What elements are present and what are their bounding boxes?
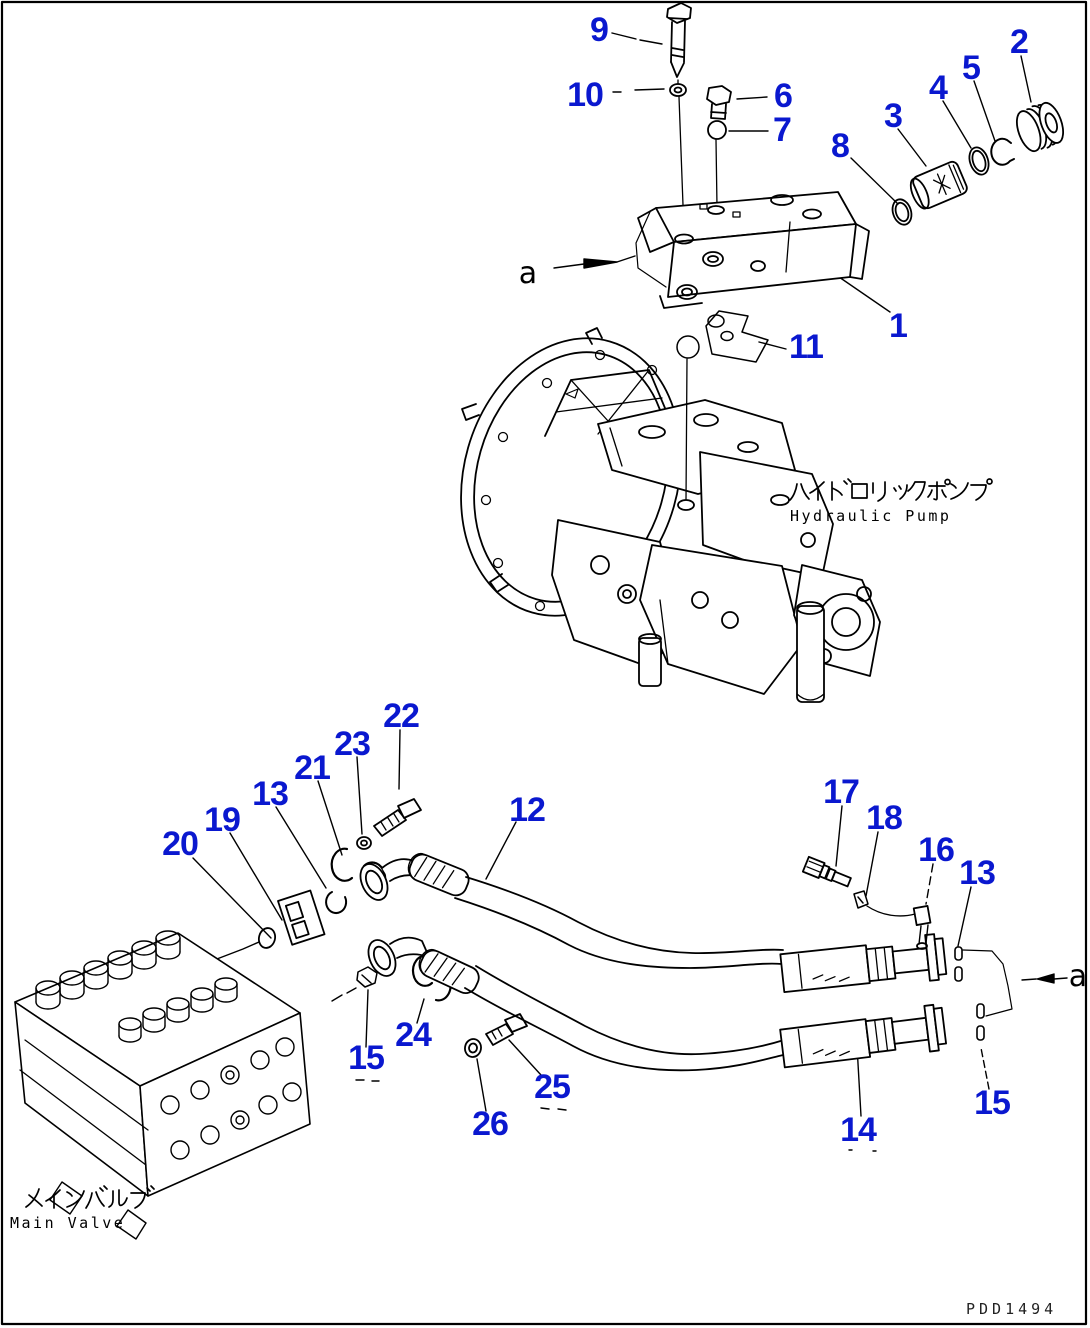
callout-2: 2 xyxy=(1010,23,1029,61)
callout-13: 13 xyxy=(252,775,289,813)
bolt-9 xyxy=(666,2,692,78)
callout-6: 6 xyxy=(774,77,793,115)
callout-23: 23 xyxy=(334,725,371,763)
callout-26: 26 xyxy=(472,1105,509,1143)
section-letter-a: a xyxy=(1068,959,1088,994)
callout-8: 8 xyxy=(831,127,850,165)
valve-top-bosses xyxy=(35,930,238,1043)
callout-9: 9 xyxy=(590,11,609,49)
lower-elbow-flange xyxy=(367,939,397,977)
callout-4: 4 xyxy=(929,69,948,107)
callout-13: 13 xyxy=(959,854,996,892)
o-ring-8 xyxy=(891,198,913,226)
callout-25: 25 xyxy=(534,1068,571,1106)
valve-body-1 xyxy=(637,191,870,309)
valve-front-bosses xyxy=(160,1037,302,1160)
ball11-seat xyxy=(677,499,695,511)
callout-7: 7 xyxy=(773,111,792,149)
elbow-block-19 xyxy=(277,889,326,946)
bolt-17 xyxy=(801,855,852,888)
ball-7 xyxy=(707,120,727,140)
pump-lug xyxy=(489,573,509,593)
ball11-position-line xyxy=(685,358,688,501)
pump-lug xyxy=(585,327,603,345)
callout-17: 17 xyxy=(823,773,860,811)
callout-12: 12 xyxy=(509,791,546,829)
callout-24: 24 xyxy=(395,1016,432,1054)
gasket-11 xyxy=(676,310,769,363)
lower-fitting xyxy=(779,1003,947,1069)
callout-10: 10 xyxy=(567,76,604,114)
bolt-6 xyxy=(706,85,732,120)
cartridge-3 xyxy=(909,160,968,210)
label-valve-jp xyxy=(25,1185,155,1209)
upper-elbow-flange xyxy=(359,863,389,901)
bolt-22 xyxy=(373,798,422,837)
callout-18: 18 xyxy=(866,799,903,837)
washer-26 xyxy=(464,1038,482,1058)
callout-15: 15 xyxy=(348,1039,385,1077)
hose-circuit xyxy=(257,798,1068,1072)
plug-15-left xyxy=(356,966,378,988)
pilot-wire xyxy=(866,905,916,917)
callout-5: 5 xyxy=(962,49,981,87)
upper-hose-12 xyxy=(359,852,963,993)
top-valve-assembly xyxy=(553,2,1065,363)
callout-1: 1 xyxy=(889,307,908,345)
leader-lines xyxy=(161,32,1032,1152)
fitting-16 xyxy=(912,905,932,950)
plug-2 xyxy=(1015,101,1065,153)
lower-hose-14 xyxy=(367,936,985,1072)
upper-fitting xyxy=(779,933,948,993)
section-arrow-a-top xyxy=(553,211,667,288)
pump-label-en: Hydraulic Pump xyxy=(790,507,952,525)
interface-frame xyxy=(962,949,1013,1017)
o-ring-20 xyxy=(257,927,277,949)
pump-lug xyxy=(461,403,480,421)
callout-16: 16 xyxy=(918,831,955,869)
pump-cylinder xyxy=(796,601,825,703)
section-arrow-a-bottom xyxy=(1021,973,1068,984)
bolt-25 xyxy=(485,1013,528,1046)
callout-14: 14 xyxy=(840,1111,877,1149)
o-ring-13-right xyxy=(954,946,963,982)
pump-cast-mark xyxy=(565,388,579,399)
o-ring-13-left xyxy=(325,891,348,915)
upper-braid xyxy=(407,852,470,897)
hydraulic-pump xyxy=(460,327,881,703)
callout-19: 19 xyxy=(204,801,241,839)
snap-ring-5 xyxy=(990,137,1015,166)
o-ring-15-right xyxy=(976,1003,985,1041)
pump-cylinder-small xyxy=(638,633,662,687)
callout-11: 11 xyxy=(789,328,824,366)
ball7-axis-line xyxy=(715,139,718,208)
washer-10 xyxy=(669,83,687,97)
washer-18 xyxy=(853,890,869,909)
callout-15: 15 xyxy=(974,1084,1011,1122)
callout-22: 22 xyxy=(383,697,420,735)
nut-23 xyxy=(356,836,372,850)
label-pump-jp xyxy=(789,478,993,502)
callout-20: 20 xyxy=(162,825,199,863)
callout-21: 21 xyxy=(294,749,331,787)
section-letter-a: a xyxy=(518,256,538,291)
o-ring-4 xyxy=(968,146,990,176)
doc-code: PDD1494 xyxy=(966,1300,1058,1318)
valve-label-en: Main Valve xyxy=(10,1214,126,1232)
callout-3: 3 xyxy=(884,97,903,135)
main-valve-block xyxy=(14,930,311,1240)
lower-braid xyxy=(418,948,480,995)
